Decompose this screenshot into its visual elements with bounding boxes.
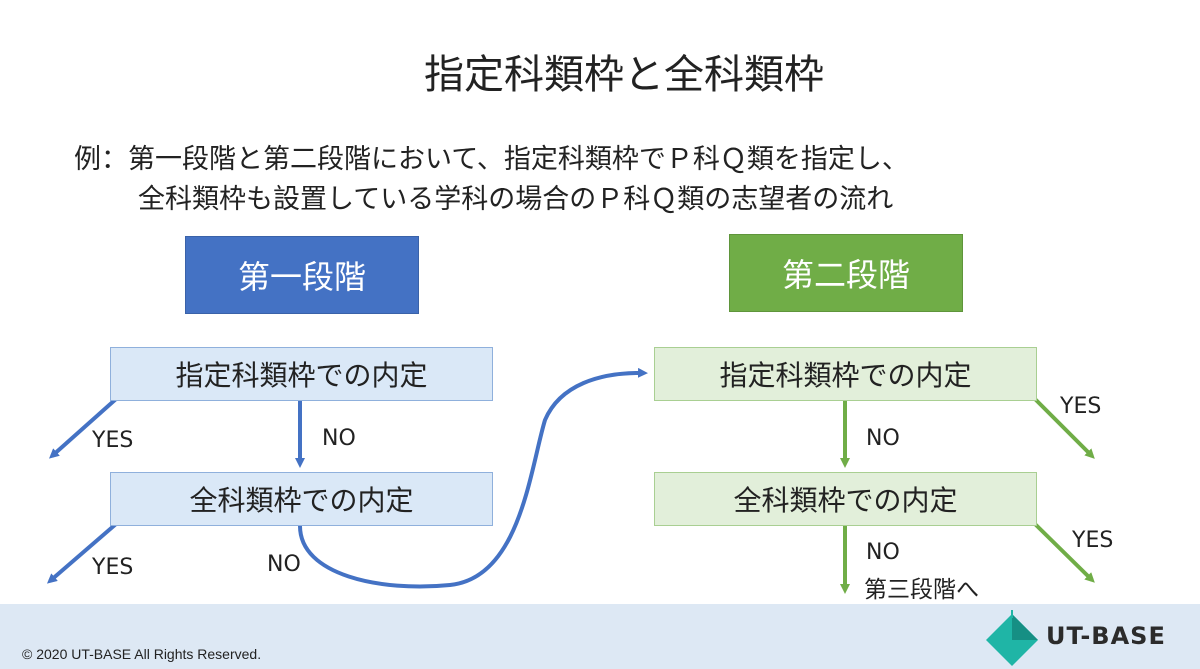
logo-text: UT-BASE (1046, 622, 1166, 650)
logo-diamond-icon (986, 610, 1038, 666)
copyright-text: © 2020 UT-BASE All Rights Reserved. (22, 646, 262, 662)
stage1-yes2-arrow (46, 522, 118, 584)
stage1-yes1-arrow (49, 397, 118, 459)
stage2-yes2-label: YES (1072, 528, 1114, 553)
stage1-no2-label: NO (267, 552, 301, 577)
stage2-yes1-arrow (1033, 397, 1095, 459)
stage1-yes1-label: YES (92, 428, 134, 453)
stage1-designated-box: 指定科類枠での内定 (110, 347, 493, 401)
stage1-yes2-label: YES (92, 555, 134, 580)
stage2-yes1-label: YES (1060, 394, 1102, 419)
stage1-no2-curve-arrow (298, 367, 648, 589)
stage2-header: 第二段階 (729, 234, 963, 312)
stage2-no2-label: NO (866, 540, 900, 565)
stage2-no1-label: NO (866, 426, 900, 451)
stage3-next-label: 第三段階へ (864, 577, 979, 603)
footer-bar: © 2020 UT-BASE All Rights Reserved. UT-B… (0, 604, 1200, 669)
ut-base-logo: UT-BASE (982, 610, 1182, 666)
intro-text: 例：第一段階と第二段階において、指定科類枠でＰ科Ｑ類を指定し、 全科類枠も設置し… (74, 140, 909, 220)
slide-title: 指定科類枠と全科類枠 (424, 52, 824, 98)
stage1-no1-label: NO (322, 426, 356, 451)
intro-line-1: 例：第一段階と第二段階において、指定科類枠でＰ科Ｑ類を指定し、 (74, 144, 909, 175)
stage2-general-box: 全科類枠での内定 (654, 472, 1037, 526)
stage1-general-box: 全科類枠での内定 (110, 472, 493, 526)
stage1-header: 第一段階 (185, 236, 419, 314)
stage2-designated-box: 指定科類枠での内定 (654, 347, 1037, 401)
intro-line-2: 全科類枠も設置している学科の場合のＰ科Ｑ類の志望者の流れ (138, 184, 894, 215)
stage2-yes2-arrow (1033, 522, 1095, 583)
